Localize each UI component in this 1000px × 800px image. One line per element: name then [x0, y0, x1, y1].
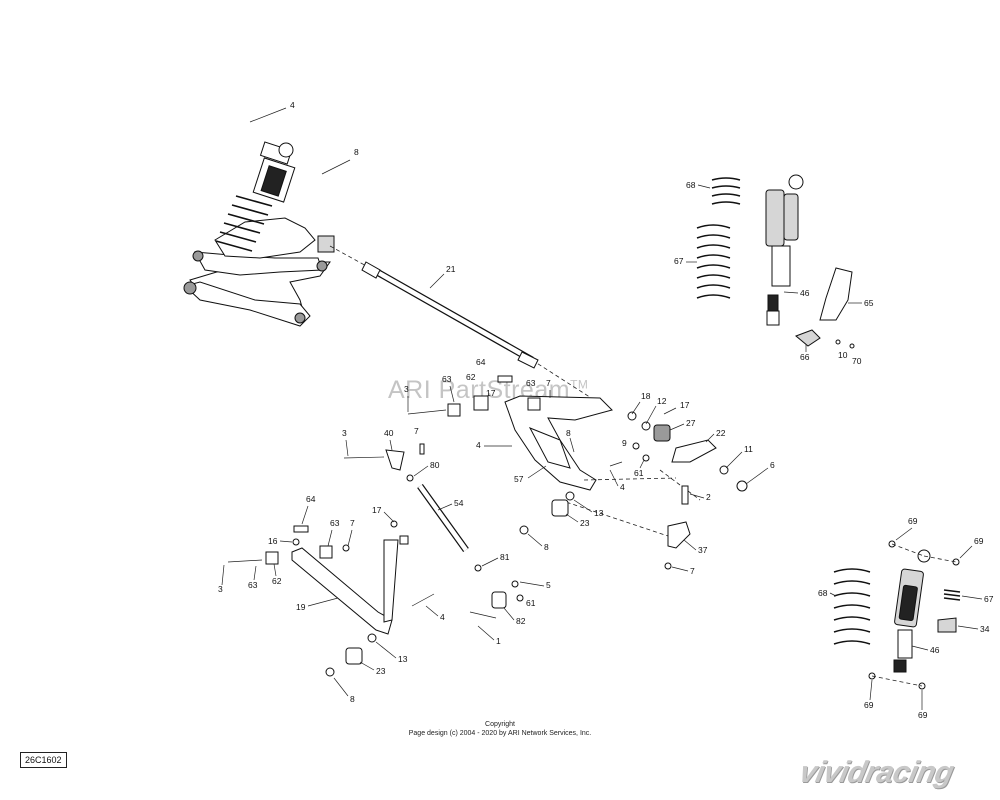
callout: 8	[544, 542, 549, 552]
callout: 3	[404, 384, 409, 394]
callout: 62	[272, 576, 282, 586]
right-shock-assembly-lower	[833, 540, 961, 690]
callout: 69	[918, 710, 928, 720]
callout: 5	[546, 580, 551, 590]
callout: 80	[430, 460, 440, 470]
callout: 8	[566, 428, 571, 438]
callout: 63	[330, 518, 340, 528]
diagram-reference-code: 26C1602	[20, 752, 67, 768]
callout: 4	[290, 100, 295, 110]
callout: 18	[641, 391, 651, 401]
callout: 4	[476, 440, 481, 450]
callout: 11	[744, 444, 753, 454]
callout: 57	[514, 474, 524, 484]
callout: 8	[354, 147, 359, 157]
callout: 7	[546, 378, 551, 388]
callout: 40	[384, 428, 394, 438]
callout: 63	[248, 580, 258, 590]
callout: 17	[372, 505, 382, 515]
drive-shaft	[329, 245, 611, 411]
callout: 3	[218, 584, 223, 594]
callout: 19	[296, 602, 306, 612]
callout: 54	[454, 498, 464, 508]
callout: 82	[516, 616, 526, 626]
callout: 61	[526, 598, 536, 608]
callout: 4	[440, 612, 445, 622]
callout: 22	[716, 428, 726, 438]
callout: 27	[686, 418, 696, 428]
callout: 7	[690, 566, 695, 576]
callout: 7	[414, 426, 419, 436]
callout: 12	[657, 396, 667, 406]
callout: 81	[500, 552, 510, 562]
callout: 62	[466, 372, 476, 382]
callout: 67	[984, 594, 994, 604]
callout: 23	[376, 666, 386, 676]
callout: 65	[864, 298, 874, 308]
callout: 1	[496, 636, 501, 646]
callout: 34	[980, 624, 990, 634]
callout: 66	[800, 352, 810, 362]
lower-a-arm	[227, 520, 435, 677]
callout: 4	[620, 482, 625, 492]
callout: 8	[350, 694, 355, 704]
assembled-suspension	[183, 141, 335, 327]
sway-link-hardware	[343, 443, 575, 619]
callout: 61	[634, 468, 644, 478]
callout: 63	[442, 374, 452, 384]
callout: 21	[446, 264, 456, 274]
callout: 64	[306, 494, 316, 504]
callout: 7	[350, 518, 355, 528]
callout: 9	[622, 438, 627, 448]
callout: 64	[476, 357, 486, 367]
callout: 13	[594, 508, 604, 518]
vividracing-logo: vividracing	[796, 756, 957, 789]
callout: 17	[486, 388, 496, 398]
callout: 67	[674, 256, 684, 266]
callout: 63	[526, 378, 536, 388]
callout: 69	[974, 536, 984, 546]
callout: 2	[706, 492, 711, 502]
callout: 16	[268, 536, 278, 546]
callout: 17	[680, 400, 690, 410]
callout: 37	[698, 545, 708, 555]
copyright-notice: Copyright Page design (c) 2004 - 2020 by…	[408, 721, 592, 737]
callout: 70	[852, 356, 862, 366]
callout: 13	[398, 654, 408, 664]
callout: 46	[800, 288, 810, 298]
callout-labels: 4 8 21 68 67 46 65 66 10 70 64 62 63 3 1…	[218, 100, 994, 720]
callout: 10	[838, 350, 848, 360]
callout: 23	[580, 518, 590, 528]
trailing-arm-assembly	[407, 375, 748, 570]
callout: 6	[770, 460, 775, 470]
callout: 3	[342, 428, 347, 438]
callout: 69	[908, 516, 918, 526]
callout: 68	[686, 180, 696, 190]
callout: 46	[930, 645, 940, 655]
right-shock-assembly-upper	[696, 174, 855, 349]
callout: 69	[864, 700, 874, 710]
callout: 68	[818, 588, 828, 598]
